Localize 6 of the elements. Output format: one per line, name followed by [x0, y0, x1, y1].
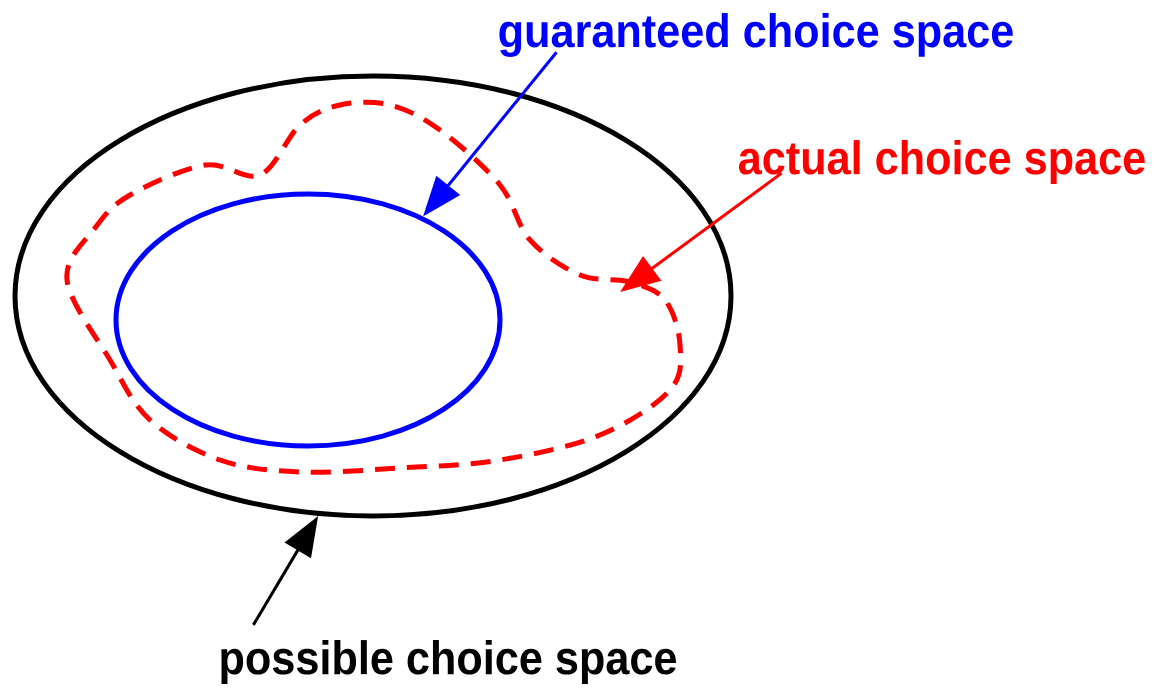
ellipse-outline [12, 73, 734, 519]
caption-text: actual choice space [739, 140, 1145, 184]
dashed-outline [64, 99, 684, 475]
ellipse-outline [113, 191, 503, 449]
caption-text: guaranteed choice space [499, 13, 1013, 57]
caption-text: possible choice space [221, 640, 676, 684]
